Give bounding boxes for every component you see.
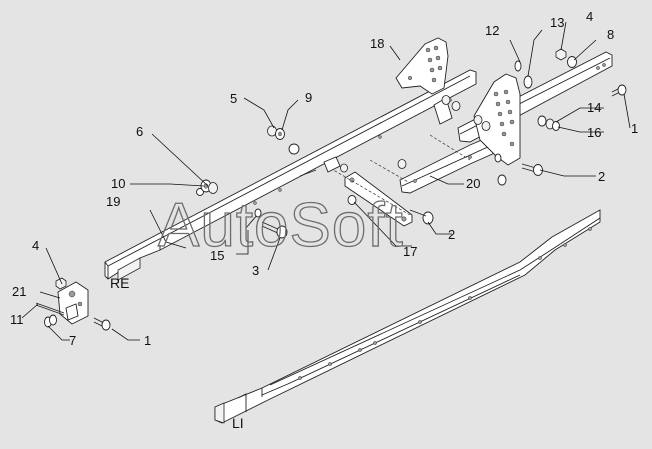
callout-6: 6: [136, 124, 143, 139]
callout-5: 5: [230, 91, 237, 106]
callout-1-left: 1: [144, 333, 151, 348]
callout-15: 15: [210, 248, 224, 263]
callout-18: 18: [370, 36, 384, 51]
callout-10: 10: [111, 176, 125, 191]
tag-left-frame: LI: [232, 415, 244, 431]
callout-12: 12: [485, 23, 499, 38]
callout-9: 9: [305, 90, 312, 105]
callout-3: 3: [252, 263, 259, 278]
callout-1-right: 1: [631, 121, 638, 136]
callout-11: 11: [10, 312, 24, 327]
callout-7: 7: [69, 333, 76, 348]
left-frame-rail: [214, 209, 601, 424]
callout-19: 19: [106, 194, 120, 209]
callout-14: 14: [587, 100, 601, 115]
callout-21: 21: [12, 284, 26, 299]
callout-2-center: 2: [448, 227, 455, 242]
callout-20: 20: [466, 176, 480, 191]
gusset-plate-left: [395, 37, 449, 95]
tag-right-frame: RE: [110, 275, 129, 291]
gusset-plate-right: [473, 73, 521, 166]
callout-4-right: 4: [586, 9, 593, 24]
link-plate-assembly: [329, 134, 471, 227]
watermark-text: AutoSoft: [158, 191, 404, 260]
callout-2-right: 2: [598, 169, 605, 184]
callout-13: 13: [550, 15, 564, 30]
callout-4-left: 4: [32, 238, 39, 253]
callout-17: 17: [403, 244, 417, 259]
callout-8: 8: [607, 27, 614, 42]
hardware: [35, 48, 627, 331]
callout-16: 16: [587, 125, 601, 140]
end-bracket: [57, 281, 89, 325]
leader-lines: [21, 21, 631, 341]
callout-labels: 1 1 2 2 3 4 4 5 6 7 8 9 10 11 12 13 14 1…: [10, 9, 638, 348]
right-frame-rail: [104, 69, 477, 281]
